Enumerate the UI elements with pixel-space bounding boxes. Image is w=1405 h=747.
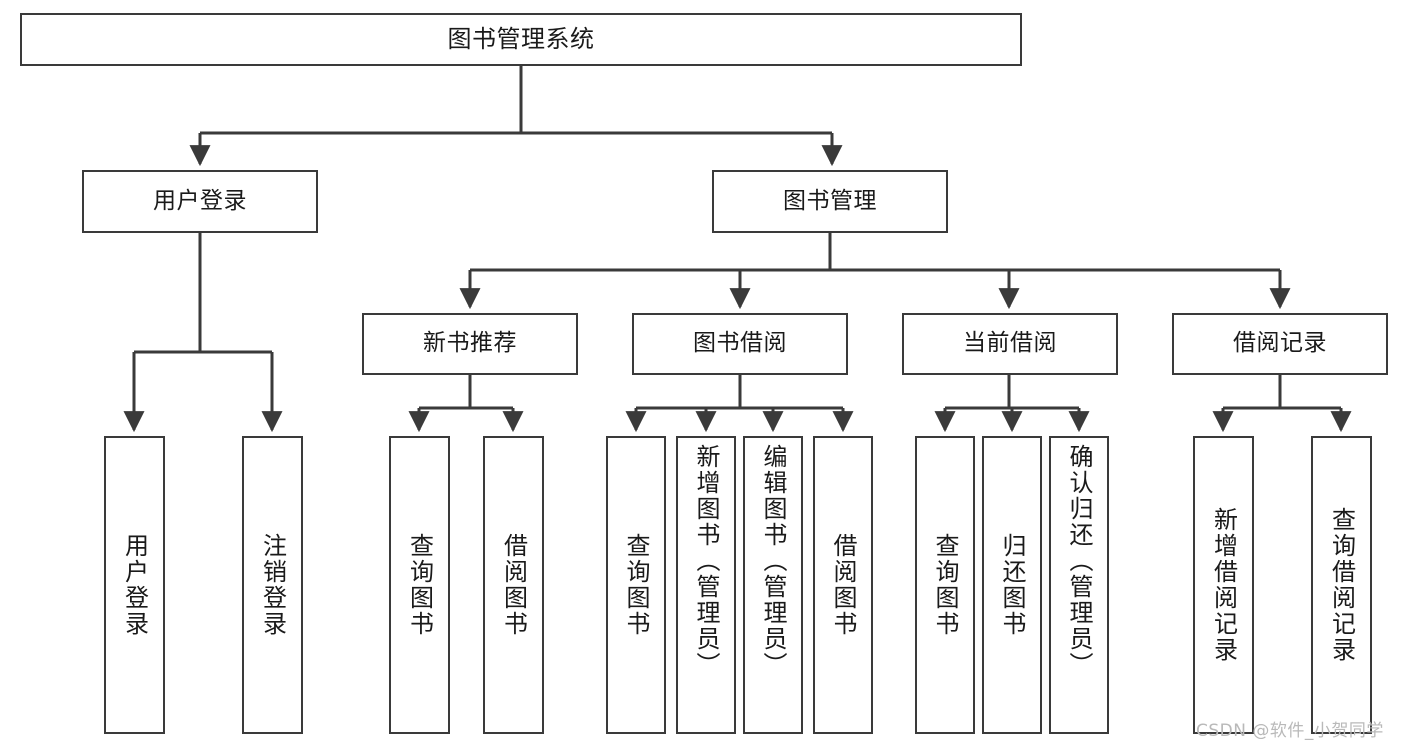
node-label: 归还图书 [998, 533, 1026, 637]
csdn-watermark: CSDN @软件_小贺同学 [1196, 721, 1384, 741]
node-leaf-query-book-current[interactable]: 查询图书 [915, 436, 975, 734]
node-label: 查询图书 [931, 533, 959, 637]
node-leaf-return-book[interactable]: 归还图书 [982, 436, 1042, 734]
node-root-book-management-system[interactable]: 图书管理系统 [20, 13, 1022, 66]
node-label: 新增图书（管理员） [692, 444, 720, 678]
node-leaf-query-borrow-record[interactable]: 查询借阅记录 [1311, 436, 1372, 734]
node-label: 查询借阅记录 [1327, 507, 1356, 663]
node-label: 图书管理系统 [447, 25, 595, 54]
node-book-borrow[interactable]: 图书借阅 [632, 313, 848, 375]
node-leaf-query-book-borrow[interactable]: 查询图书 [606, 436, 666, 734]
node-leaf-logout[interactable]: 注销登录 [242, 436, 303, 734]
node-label: 当前借阅 [963, 330, 1057, 357]
node-label: 图书管理 [783, 187, 877, 214]
node-book-management[interactable]: 图书管理 [712, 170, 948, 233]
node-label: 借阅图书 [829, 533, 857, 637]
node-label: 用户登录 [120, 533, 149, 637]
node-label: 图书借阅 [693, 330, 787, 357]
node-leaf-user-login[interactable]: 用户登录 [104, 436, 165, 734]
node-label: 注销登录 [258, 533, 287, 637]
node-leaf-confirm-return-admin[interactable]: 确认归还（管理员） [1049, 436, 1109, 734]
node-borrow-record[interactable]: 借阅记录 [1172, 313, 1388, 375]
node-label: 借阅图书 [499, 533, 528, 637]
node-label: 新增借阅记录 [1209, 507, 1238, 663]
node-label: 确认归还（管理员） [1065, 444, 1093, 678]
node-leaf-borrow-book[interactable]: 借阅图书 [813, 436, 873, 734]
node-user-login[interactable]: 用户登录 [82, 170, 318, 233]
node-label: 查询图书 [622, 533, 650, 637]
node-current-borrow[interactable]: 当前借阅 [902, 313, 1118, 375]
node-label: 编辑图书（管理员） [759, 444, 787, 678]
node-label: 查询图书 [405, 533, 434, 637]
node-leaf-add-book-admin[interactable]: 新增图书（管理员） [676, 436, 736, 734]
node-label: 用户登录 [153, 187, 247, 214]
node-label: 借阅记录 [1233, 330, 1327, 357]
node-leaf-query-book-newbook[interactable]: 查询图书 [389, 436, 450, 734]
node-leaf-edit-book-admin[interactable]: 编辑图书（管理员） [743, 436, 803, 734]
node-new-book-recommend[interactable]: 新书推荐 [362, 313, 578, 375]
node-leaf-add-borrow-record[interactable]: 新增借阅记录 [1193, 436, 1254, 734]
node-leaf-borrow-book-newbook[interactable]: 借阅图书 [483, 436, 544, 734]
node-label: 新书推荐 [423, 330, 517, 357]
